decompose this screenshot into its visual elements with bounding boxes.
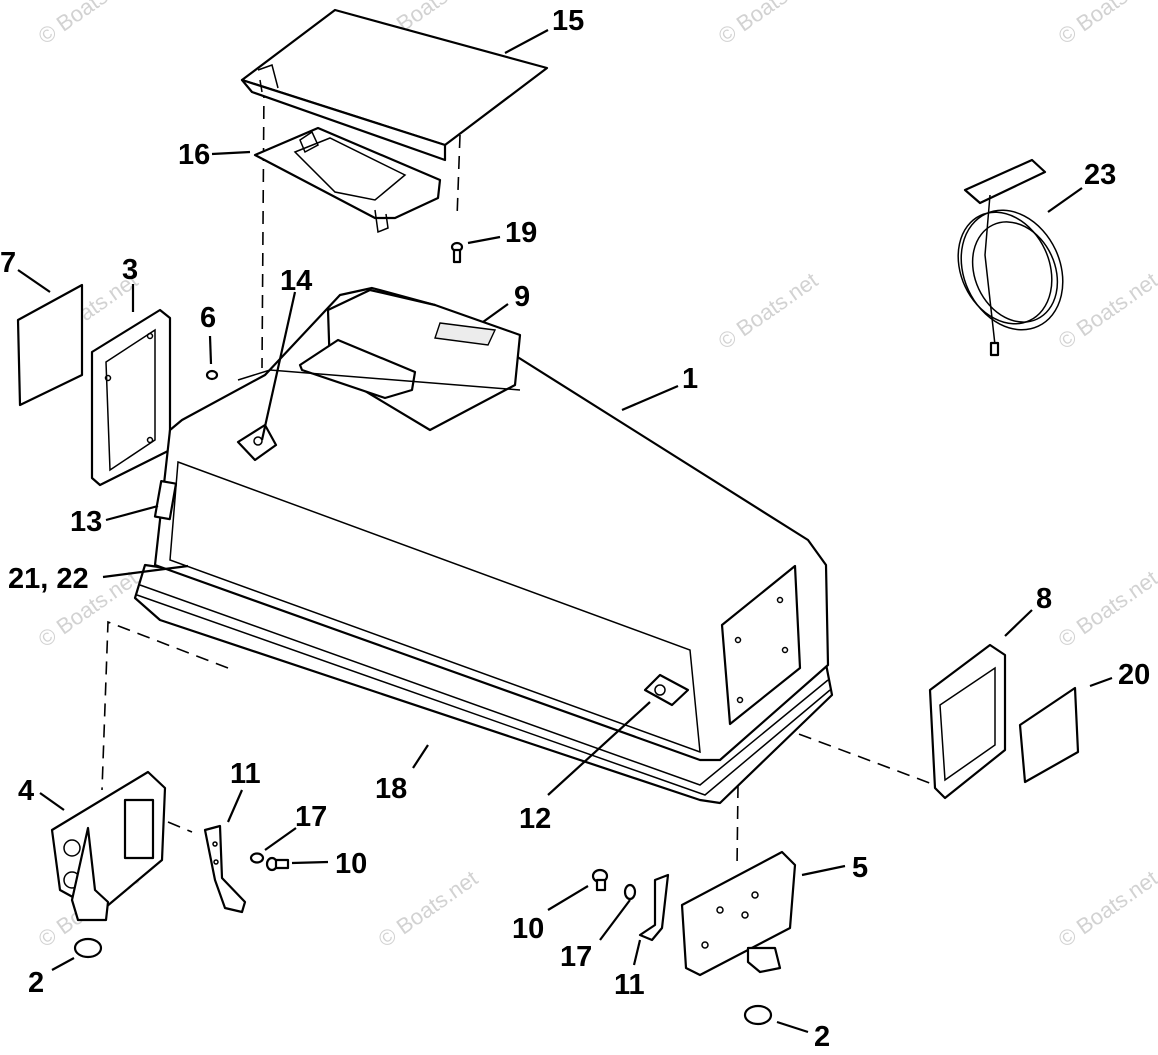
watermark: © Boats.net (34, 0, 143, 49)
assembly-line (736, 784, 739, 869)
callout-2-right: 2 (814, 1021, 830, 1050)
callout-6: 6 (200, 302, 216, 334)
engine-cover-part (133, 286, 834, 805)
callout-8: 8 (1036, 583, 1052, 615)
bracket-5 (680, 850, 797, 977)
callout-17-left: 17 (295, 801, 327, 833)
assembly-line (261, 84, 265, 369)
bracket-11-right (638, 873, 670, 942)
callout-2-left: 2 (28, 967, 44, 999)
bracket-4 (50, 770, 167, 922)
washer-17-left (249, 852, 265, 864)
callout-17-right: 17 (560, 941, 592, 973)
callout-4: 4 (18, 775, 34, 807)
callout-labels: 15 16 19 23 7 3 6 14 9 1 13 21, 22 8 20 … (0, 5, 1150, 1053)
screw-10-right (591, 868, 609, 892)
assembly-line (101, 620, 229, 791)
gasket-20 (1018, 686, 1080, 784)
watermark: © Boats.net (1054, 267, 1158, 354)
callout-13: 13 (70, 506, 102, 538)
assembly-line (739, 711, 936, 786)
callout-11-right: 11 (614, 969, 645, 1001)
callout-7: 7 (0, 247, 16, 279)
frame-3 (90, 308, 172, 487)
gasket-7 (16, 283, 84, 407)
callout-3: 3 (122, 254, 138, 286)
watermark: © Boats.net (1054, 865, 1158, 952)
plug-2-left (73, 937, 103, 959)
watermark: © Boats.net (714, 0, 823, 49)
plug-2-right (743, 1004, 773, 1026)
assembly-line (167, 821, 193, 833)
callout-15: 15 (552, 5, 584, 37)
callout-12: 12 (519, 803, 551, 835)
watermark: © Boats.net (1054, 0, 1158, 49)
callout-23: 23 (1084, 159, 1116, 191)
callout-1: 1 (682, 363, 698, 395)
rear-panel-8 (928, 643, 1007, 800)
assembly-lines (101, 84, 936, 869)
washer-17-right (623, 883, 637, 901)
callout-18: 18 (375, 773, 407, 805)
screw-19 (450, 241, 464, 264)
watermark: © Boats.net (1054, 565, 1158, 652)
callout-14: 14 (280, 265, 312, 297)
callout-20: 20 (1118, 659, 1150, 691)
callout-10-right: 10 (512, 913, 544, 945)
hood-cover-part (240, 8, 549, 162)
callout-9: 9 (514, 281, 530, 313)
callout-11-left: 11 (230, 758, 261, 790)
watermark: © Boats.net (714, 267, 823, 354)
screw-10-left (265, 856, 290, 872)
cover-bracket-part (253, 126, 442, 234)
bracket-11-left (203, 824, 247, 914)
callout-10-left: 10 (335, 848, 367, 880)
cable-part (957, 158, 1064, 357)
screw-6 (205, 369, 219, 381)
callout-19: 19 (505, 217, 537, 249)
watermark: © Boats.net (374, 865, 483, 952)
leader-lines (17, 29, 1113, 1034)
callout-21-22: 21, 22 (8, 563, 89, 595)
callout-5: 5 (852, 852, 868, 884)
assembly-line (456, 134, 461, 219)
callout-16: 16 (178, 139, 210, 171)
